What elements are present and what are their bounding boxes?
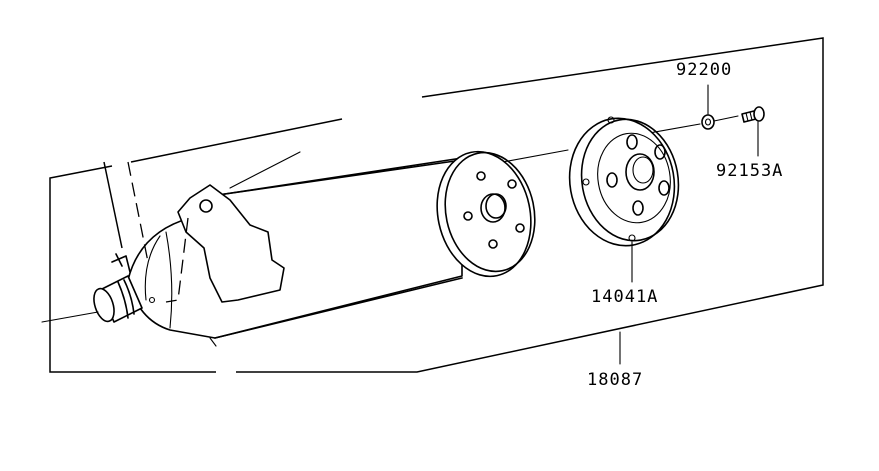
part-label-92153A: 92153A — [716, 161, 783, 181]
bolt — [741, 106, 765, 123]
part-label-14041A: 14041A — [591, 287, 658, 307]
part-label-18087: 18087 — [587, 370, 643, 390]
inlet-pipe-clamp — [93, 253, 143, 323]
tail-cap — [568, 116, 680, 247]
washer — [701, 114, 715, 130]
muffler-body — [127, 151, 463, 347]
part-label-92200: 92200 — [676, 60, 732, 80]
assembly-frame — [49, 37, 824, 373]
leader-lines — [619, 84, 759, 365]
muffler-end-plate — [436, 150, 536, 278]
